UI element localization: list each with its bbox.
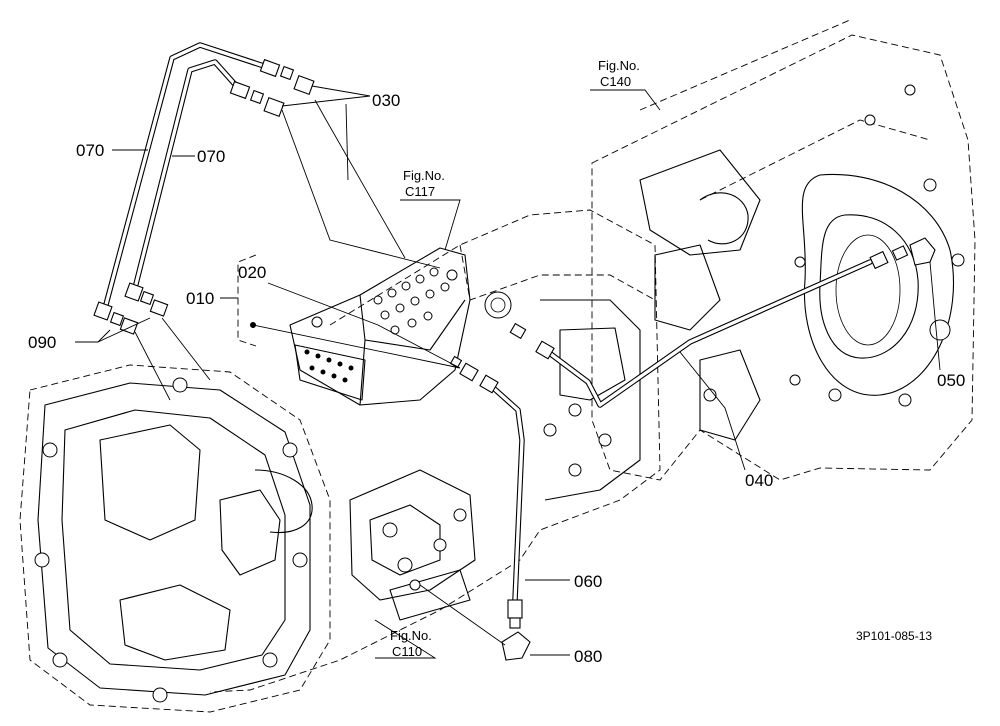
pipe-040 [545,259,873,408]
callout-040: 040 [745,471,773,490]
callout-030: 030 [372,91,400,110]
callout-060: 060 [574,572,602,591]
leader-lines [75,85,941,659]
front-transmission-housing [209,209,661,693]
figure-ref-c140: Fig.No. C140 [598,58,640,89]
callout-070-right: 070 [197,147,225,166]
drawing-code: 3P101-085-13 [856,629,932,643]
figure-ref-c117-code: C117 [405,184,435,199]
figure-ref-c117-label: Fig.No. [403,168,445,183]
callout-020: 020 [238,263,266,282]
callout-080: 080 [574,647,602,666]
bracket-010 [237,254,257,347]
bell-housing [19,364,331,713]
figure-ref-c110-code: C110 [392,644,422,659]
hydraulic-valve-block [289,247,512,406]
figure-ref-c140-label: Fig.No. [598,58,640,73]
figure-ref-c117: Fig.No. C117 [403,168,445,199]
callout-090: 090 [28,333,56,352]
callout-070-left: 070 [76,141,104,160]
callout-050: 050 [937,371,965,390]
figure-ref-c110-label: Fig.No. [390,628,432,643]
fittings [93,58,936,661]
pipe-060 [487,382,525,603]
rear-transmission-housing [591,19,976,481]
figure-ref-c140-code: C140 [600,74,631,89]
callout-010: 010 [186,289,214,308]
pipe-070-inner [131,59,243,295]
pipe-070-outer [101,42,273,315]
figure-ref-c110: Fig.No. C110 [390,628,432,659]
